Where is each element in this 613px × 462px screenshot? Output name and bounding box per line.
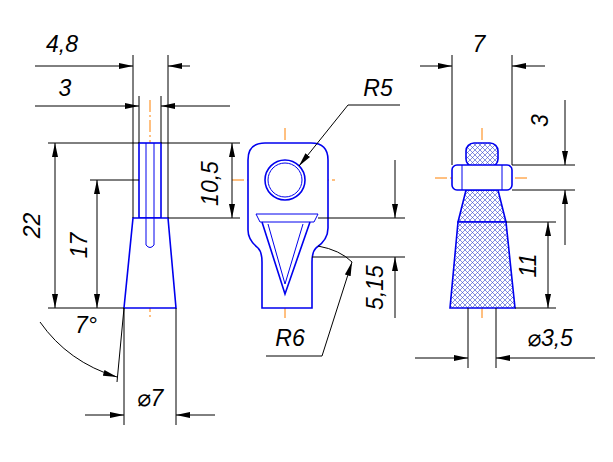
dimension-label: 10,5 (198, 161, 221, 206)
center-lines (150, 100, 530, 318)
dimension-label: ⌀3,5 (527, 327, 573, 350)
dimension-label: 17 (69, 232, 92, 258)
dimension-label: 11 (517, 253, 540, 277)
front-view (248, 143, 328, 308)
dimension-label: 22 (22, 212, 45, 238)
dimension-label: 4,8 (46, 33, 78, 56)
dimension-label: R6 (275, 327, 304, 350)
dimension-label: 3 (528, 114, 551, 127)
dimension-lines (35, 55, 595, 425)
dimension-label: ⌀7 (137, 387, 164, 410)
end-view (450, 143, 515, 308)
dimension-label: 5,15 (363, 265, 386, 310)
dimension-label: 3 (59, 77, 72, 100)
dimension-label: 7° (75, 314, 97, 337)
dimension-label: 7 (473, 33, 486, 56)
dimension-label: R5 (363, 77, 392, 100)
